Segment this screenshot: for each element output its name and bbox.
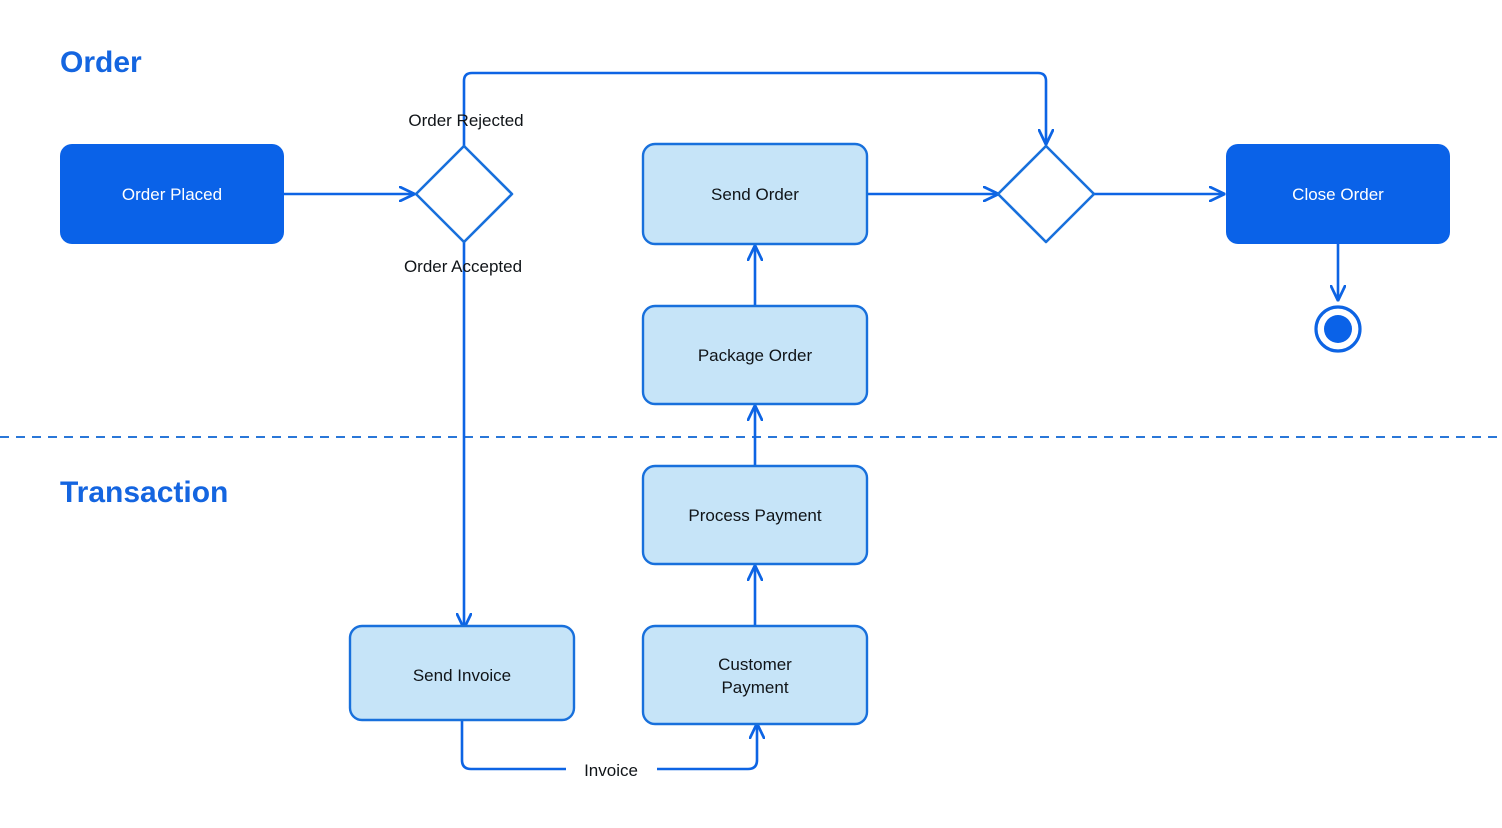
- lane-title-transaction: Transaction: [60, 476, 228, 509]
- lane-title-order: Order: [60, 46, 142, 79]
- node-package-order-label: Package Order: [698, 346, 813, 365]
- node-send-invoice[interactable]: Send Invoice: [348, 624, 576, 722]
- edge-label-order-accepted: Order Accepted: [404, 257, 522, 276]
- node-end[interactable]: [1314, 305, 1362, 353]
- node-decision-accept[interactable]: [414, 144, 514, 244]
- node-order-placed-shape: [60, 144, 284, 244]
- node-customer-payment[interactable]: Customer Payment: [641, 624, 869, 726]
- node-send-order-label: Send Order: [711, 185, 799, 204]
- node-close-order-label: Close Order: [1292, 185, 1384, 204]
- node-customer-payment-label-line1: Customer: [718, 655, 792, 674]
- node-decision-accept-shape: [414, 144, 514, 244]
- node-package-order[interactable]: Package Order: [641, 304, 869, 406]
- edge-invoice-right-segment: [657, 724, 757, 771]
- node-process-payment-label: Process Payment: [688, 506, 821, 525]
- node-process-payment[interactable]: Process Payment: [641, 464, 869, 566]
- end-node-core-icon: [1324, 315, 1352, 343]
- node-send-order[interactable]: Send Order: [641, 142, 869, 246]
- node-customer-payment-shape: [641, 624, 869, 726]
- node-send-invoice-shape: [348, 624, 576, 722]
- node-package-order-shape: [641, 304, 869, 406]
- node-customer-payment-label-line2: Payment: [721, 678, 788, 697]
- node-process-payment-shape: [641, 464, 869, 566]
- node-merge[interactable]: [996, 144, 1096, 244]
- edge-order-rejected: [462, 71, 1046, 146]
- node-send-invoice-label: Send Invoice: [413, 666, 511, 685]
- node-close-order[interactable]: Close Order: [1226, 144, 1450, 244]
- edge-invoice-left-segment: [460, 720, 566, 771]
- node-order-placed-label: Order Placed: [122, 185, 222, 204]
- node-send-order-shape: [641, 142, 869, 246]
- node-close-order-shape: [1226, 144, 1450, 244]
- edge-label-order-rejected: Order Rejected: [408, 111, 523, 130]
- node-merge-shape: [996, 144, 1096, 244]
- node-order-placed[interactable]: Order Placed: [60, 144, 284, 244]
- edge-label-invoice: Invoice: [584, 761, 638, 780]
